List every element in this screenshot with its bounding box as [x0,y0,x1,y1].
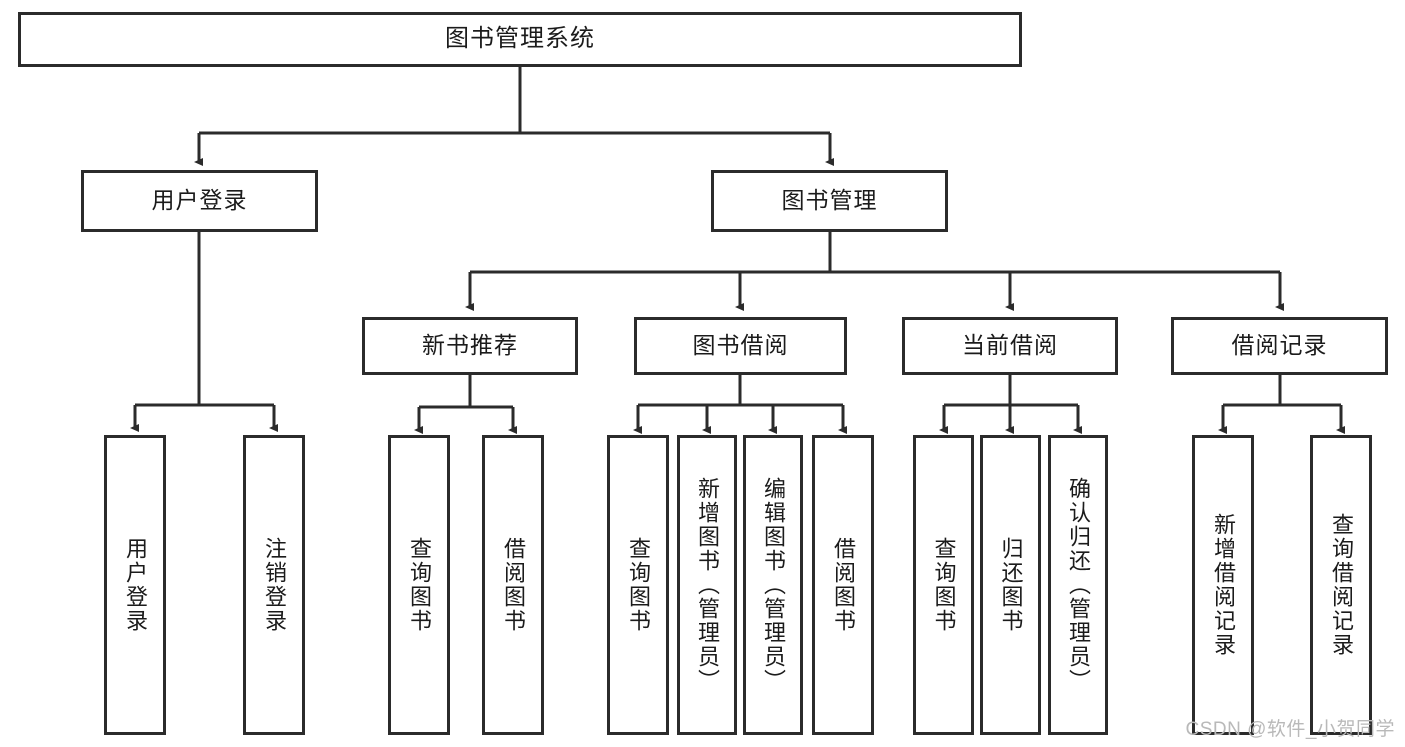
csdn-watermark: CSDN @软件_小贺同学 [1185,719,1395,740]
node-label: 借阅图书 [830,537,856,633]
leaf-user-login-signout[interactable]: 注销登录 [243,435,305,735]
node-user-login[interactable]: 用户登录 [81,170,318,232]
node-root-system[interactable]: 图书管理系统 [18,12,1022,67]
leaf-current-query-book[interactable]: 查询图书 [913,435,974,735]
node-label: 查询图书 [625,537,651,633]
node-label: 查询图书 [406,537,432,633]
leaf-new-book-borrow[interactable]: 借阅图书 [482,435,544,735]
leaf-record-query-borrow-record[interactable]: 查询借阅记录 [1310,435,1372,735]
node-label: 新增图书（管理员） [694,477,720,693]
node-label: 用户登录 [122,537,148,633]
node-borrow-record[interactable]: 借阅记录 [1171,317,1388,375]
leaf-borrow-query-book[interactable]: 查询图书 [607,435,669,735]
leaf-current-confirm-return-admin[interactable]: 确认归还（管理员） [1048,435,1108,735]
node-label: 新书推荐 [422,332,518,359]
leaf-record-add-borrow-record[interactable]: 新增借阅记录 [1192,435,1254,735]
leaf-borrow-edit-book-admin[interactable]: 编辑图书（管理员） [743,435,803,735]
node-label: 图书借阅 [692,332,789,359]
node-label: 图书管理系统 [445,25,595,53]
leaf-current-return-book[interactable]: 归还图书 [980,435,1041,735]
node-label: 新增借阅记录 [1210,513,1236,657]
node-label: 查询图书 [931,537,957,633]
node-label: 编辑图书（管理员） [760,477,786,693]
leaf-user-login-signin[interactable]: 用户登录 [104,435,166,735]
leaf-borrow-borrow-book[interactable]: 借阅图书 [812,435,874,735]
node-label: 查询借阅记录 [1328,513,1354,657]
node-label: 注销登录 [261,537,287,633]
node-book-management[interactable]: 图书管理 [711,170,948,232]
node-label: 借阅记录 [1231,332,1328,359]
node-label: 确认归还（管理员） [1065,477,1091,693]
leaf-new-book-query[interactable]: 查询图书 [388,435,450,735]
node-label: 借阅图书 [500,537,526,633]
node-current-borrow[interactable]: 当前借阅 [902,317,1118,375]
leaf-borrow-add-book-admin[interactable]: 新增图书（管理员） [677,435,737,735]
node-label: 归还图书 [998,537,1024,633]
node-label: 用户登录 [151,187,248,214]
node-label: 当前借阅 [962,332,1058,359]
node-label: 图书管理 [781,187,878,214]
node-new-book-recommend[interactable]: 新书推荐 [362,317,578,375]
node-book-borrow[interactable]: 图书借阅 [634,317,847,375]
